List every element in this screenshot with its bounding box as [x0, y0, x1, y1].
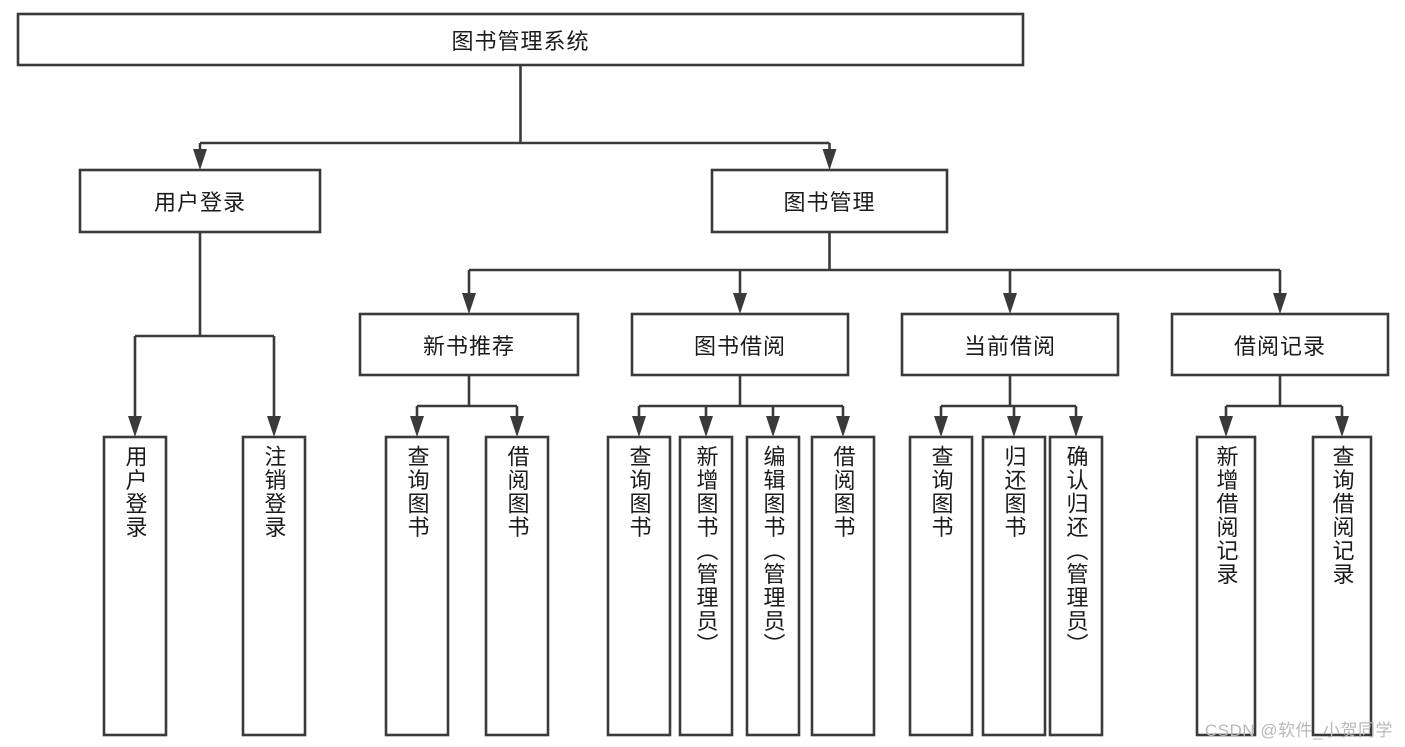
watermark-text: CSDN @软件_小贺同学	[1204, 721, 1393, 740]
arrowhead-new-book-recommend	[462, 293, 476, 314]
node-book-manage[interactable]	[710, 168, 949, 234]
node-leaf-borrow-book-borrow[interactable]	[810, 435, 876, 737]
arrowhead-leaf-borrow-book-borrow	[836, 416, 850, 437]
node-leaf-query-book-rec[interactable]	[384, 435, 450, 737]
node-leaf-borrow-book-rec[interactable]	[484, 435, 550, 737]
node-leaf-add-borrow-record[interactable]	[1195, 435, 1257, 737]
node-leaf-return-book[interactable]	[981, 435, 1047, 737]
arrowhead-leaf-query-book-borrow	[632, 416, 646, 437]
arrowhead-leaf-confirm-return-admin	[1069, 416, 1083, 437]
node-leaf-logout[interactable]	[241, 435, 307, 737]
node-borrow-record[interactable]	[1170, 312, 1390, 377]
node-leaf-confirm-return-admin[interactable]	[1048, 435, 1104, 737]
node-leaf-query-book-borrow[interactable]	[606, 435, 672, 737]
arrowhead-leaf-edit-book-admin	[766, 416, 780, 437]
node-leaf-query-book-current[interactable]	[908, 435, 974, 737]
node-new-book-recommend[interactable]	[358, 312, 580, 377]
node-leaf-user-login[interactable]	[102, 435, 168, 737]
arrowhead-leaf-query-borrow-record	[1335, 416, 1349, 437]
arrowhead-leaf-borrow-book-rec	[510, 416, 524, 437]
arrowhead-leaf-add-book-admin	[699, 416, 713, 437]
node-leaf-add-book-admin[interactable]	[678, 435, 734, 737]
arrowhead-current-borrow	[1003, 293, 1017, 314]
arrowhead-leaf-logout	[267, 416, 281, 437]
boxes-layer	[16, 12, 1390, 737]
arrowhead-leaf-query-book-rec	[410, 416, 424, 437]
node-book-borrow[interactable]	[630, 312, 850, 377]
arrowhead-leaf-return-book	[1007, 416, 1021, 437]
node-root[interactable]	[16, 12, 1025, 67]
arrowhead-book-manage	[822, 149, 837, 170]
arrowhead-leaf-add-borrow-record	[1219, 416, 1233, 437]
arrowhead-leaf-user-login	[128, 416, 142, 437]
node-leaf-edit-book-admin[interactable]	[745, 435, 801, 737]
arrowhead-book-borrow	[733, 293, 747, 314]
node-user-login[interactable]	[78, 168, 322, 234]
arrowhead-leaf-query-book-current	[934, 416, 948, 437]
node-current-borrow[interactable]	[900, 312, 1120, 377]
connectors-layer	[128, 65, 1349, 437]
arrowhead-borrow-record	[1273, 293, 1287, 314]
arrowhead-user-login	[193, 149, 207, 170]
node-leaf-query-borrow-record[interactable]	[1311, 435, 1373, 737]
